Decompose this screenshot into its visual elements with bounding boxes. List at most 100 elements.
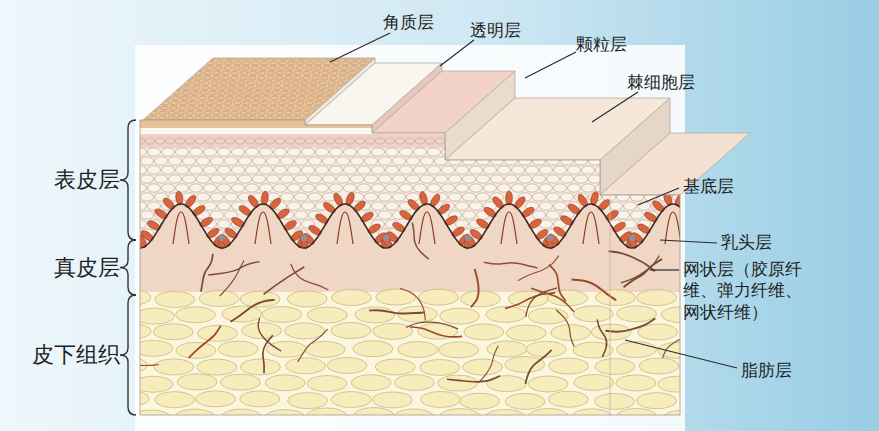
illustration-part [339, 76, 346, 80]
illustration-part [400, 184, 413, 192]
illustration-part [307, 408, 347, 424]
illustration-part [463, 175, 476, 183]
illustration-part [415, 138, 424, 144]
illustration-part [253, 157, 266, 165]
illustration-part [470, 184, 483, 192]
layer-label: 网状层（胶原纤维、弹力纤维、网状纤维） [683, 259, 809, 323]
illustration-part [186, 71, 193, 75]
illustration-part [645, 175, 658, 183]
illustration-part [195, 76, 202, 80]
illustration-part [295, 211, 308, 219]
illustration-part [659, 157, 672, 165]
illustration-part [305, 138, 314, 144]
illustration-part [191, 204, 206, 218]
illustration-part [222, 111, 229, 115]
illustration-part [251, 106, 258, 110]
illustration-part [288, 393, 328, 409]
illustration-part [209, 91, 216, 95]
illustration-part [651, 199, 666, 213]
illustration-part [253, 56, 260, 60]
illustration-part [302, 166, 315, 174]
illustration-part [394, 374, 434, 390]
illustration-part [222, 76, 229, 80]
illustration-part [366, 222, 381, 235]
illustration-part [289, 96, 296, 100]
illustration-part [155, 392, 195, 408]
illustration-part [316, 96, 323, 100]
illustration-part [215, 66, 222, 70]
illustration-part [162, 184, 175, 192]
illustration-part [638, 184, 651, 192]
illustration-part [372, 166, 385, 174]
illustration-part [319, 86, 326, 90]
illustration-part [256, 86, 263, 90]
illustration-part [631, 211, 644, 219]
illustration-part [322, 201, 337, 215]
illustration-part [220, 374, 260, 390]
illustration-part [265, 81, 272, 85]
illustration-part [438, 375, 478, 391]
illustration-part [208, 56, 215, 60]
illustration-part [327, 357, 367, 373]
illustration-part [624, 148, 637, 156]
illustration-part [266, 341, 306, 357]
illustration-part [379, 193, 392, 201]
illustration-part [220, 81, 227, 85]
illustration-part [288, 61, 295, 65]
illustration-part [325, 56, 332, 60]
illustration-part [351, 157, 364, 165]
illustration-part [597, 319, 606, 357]
illustration-part [106, 110, 704, 426]
illustration-part [246, 166, 259, 174]
illustration-part [305, 106, 312, 110]
illustration-part [316, 56, 323, 60]
illustration-part [498, 148, 511, 156]
illustration-part [625, 138, 634, 144]
illustration-part [604, 209, 619, 222]
illustration-part [547, 193, 560, 201]
illustration-part [306, 101, 313, 105]
illustration-part [211, 86, 218, 90]
illustration-part [405, 138, 414, 144]
illustration-part [540, 202, 553, 210]
illustration-part [659, 175, 672, 183]
illustration-part [238, 86, 245, 90]
illustration-part [213, 71, 220, 75]
illustration-part [247, 81, 254, 85]
illustration-part [239, 157, 252, 165]
illustration-part [638, 324, 678, 340]
illustration-part [515, 138, 524, 144]
illustration-part [218, 341, 258, 357]
illustration-part [429, 193, 442, 208]
illustration-part [681, 201, 696, 215]
illustration-part [645, 138, 654, 144]
illustration-part [138, 118, 688, 128]
bracket [120, 120, 136, 240]
illustration-part [138, 204, 690, 248]
illustration-part [245, 91, 252, 95]
illustration-part [205, 138, 214, 144]
illustration-part [617, 306, 657, 322]
illustration-part [447, 376, 500, 382]
illustration-part [341, 66, 348, 70]
illustration-part [175, 86, 182, 90]
illustration-part [274, 184, 287, 192]
illustration-part [150, 116, 157, 120]
illustration-part [463, 211, 476, 219]
illustration-part [406, 198, 421, 213]
illustration-part [470, 148, 483, 156]
illustration-part [456, 166, 469, 174]
illustration-part [554, 184, 567, 192]
bracket [120, 240, 136, 295]
illustration-part [297, 61, 304, 65]
illustration-part [456, 148, 469, 156]
illustration-part [394, 409, 434, 425]
illustration-part [624, 184, 637, 192]
illustration-part [258, 116, 265, 120]
illustration-part [330, 71, 337, 75]
illustration-part [260, 166, 273, 174]
illustration-part [435, 175, 448, 183]
illustration-part [244, 96, 251, 100]
illustration-part [198, 101, 205, 105]
illustration-part [265, 138, 274, 144]
